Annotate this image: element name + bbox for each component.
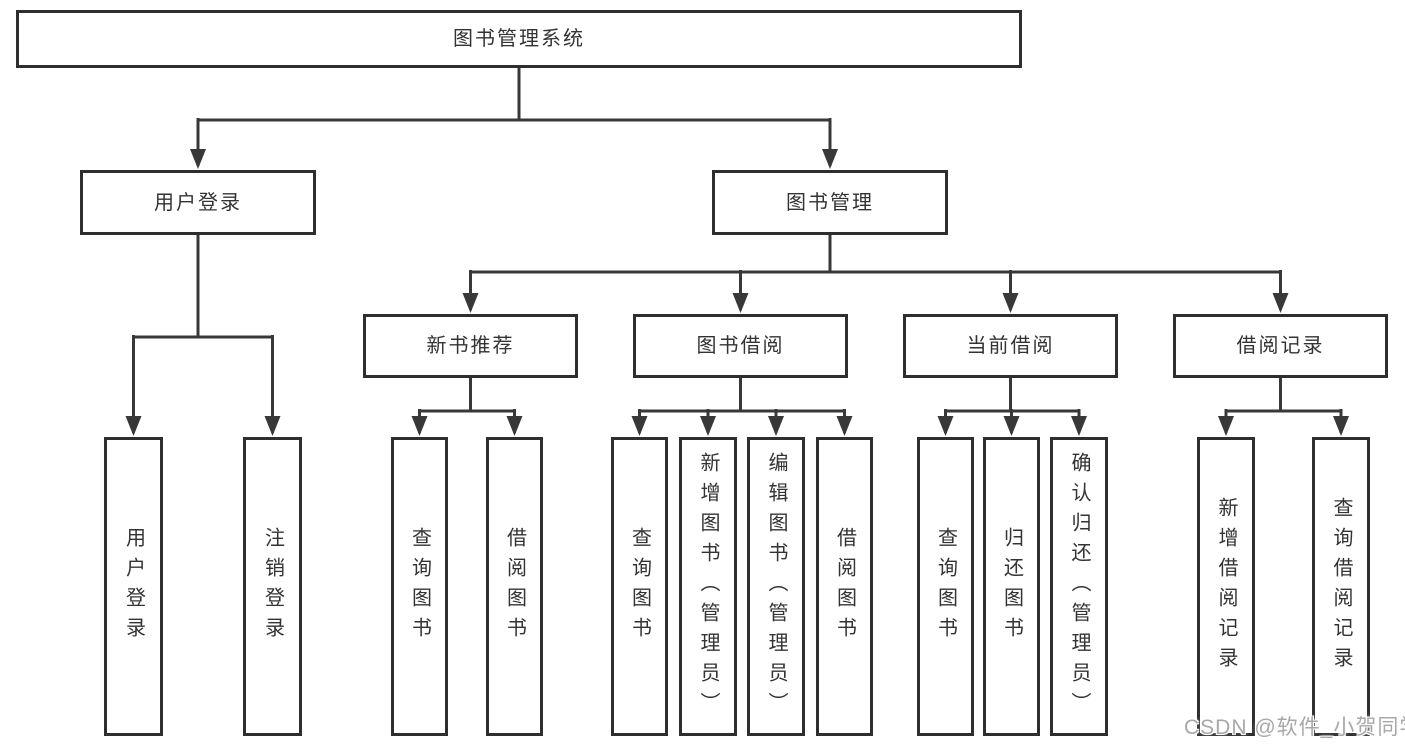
node-label: 借阅图书 [503,526,526,647]
node-leaf-query-books-current: 查询图书 [917,437,974,736]
node-label: 新增图书（管理员） [697,451,719,722]
node-leaf-query-books-borrow: 查询图书 [611,437,668,736]
node-label: 注销登录 [261,526,284,647]
node-leaf-user-login: 用户登录 [104,437,163,736]
node-label: 查询图书 [934,526,957,647]
node-leaf-logout: 注销登录 [243,437,302,736]
node-leaf-add-borrow-record: 新增借阅记录 [1197,437,1255,736]
node-borrowing-records: 借阅记录 [1173,314,1388,378]
node-current-borrowing: 当前借阅 [903,314,1118,378]
node-label: 归还图书 [1000,526,1023,647]
node-leaf-query-books-recommend: 查询图书 [391,437,448,736]
node-label: 图书管理系统 [453,28,585,50]
node-leaf-borrow-books: 借阅图书 [816,437,873,736]
node-label: 编辑图书（管理员） [765,451,787,722]
node-leaf-return-books: 归还图书 [983,437,1040,736]
node-label: 新增借阅记录 [1215,496,1237,677]
node-user-login: 用户登录 [80,170,316,235]
node-new-book-recommend: 新书推荐 [363,314,578,378]
node-root: 图书管理系统 [16,10,1022,68]
node-label: 确认归还（管理员） [1068,451,1090,722]
node-label: 查询图书 [628,526,651,647]
node-leaf-confirm-return-admin: 确认归还（管理员） [1050,437,1108,736]
node-book-management: 图书管理 [712,170,948,235]
node-label: 用户登录 [154,191,242,214]
node-label: 查询借阅记录 [1330,496,1352,677]
node-leaf-add-book-admin: 新增图书（管理员） [679,437,737,736]
node-label: 新书推荐 [426,335,515,357]
node-book-borrowing: 图书借阅 [633,314,848,378]
watermark: CSDN @软件_小贺同学 [1184,716,1405,739]
node-label: 借阅记录 [1236,335,1325,357]
node-leaf-borrow-books-recommend: 借阅图书 [486,437,543,736]
node-label: 当前借阅 [966,335,1055,357]
node-leaf-edit-book-admin: 编辑图书（管理员） [747,437,805,736]
node-label: 图书借阅 [696,335,785,357]
node-label: 借阅图书 [833,526,856,647]
node-label: 用户登录 [122,526,145,647]
node-label: 查询图书 [408,526,431,647]
node-leaf-query-borrow-record: 查询借阅记录 [1312,437,1370,736]
node-label: 图书管理 [786,191,874,214]
